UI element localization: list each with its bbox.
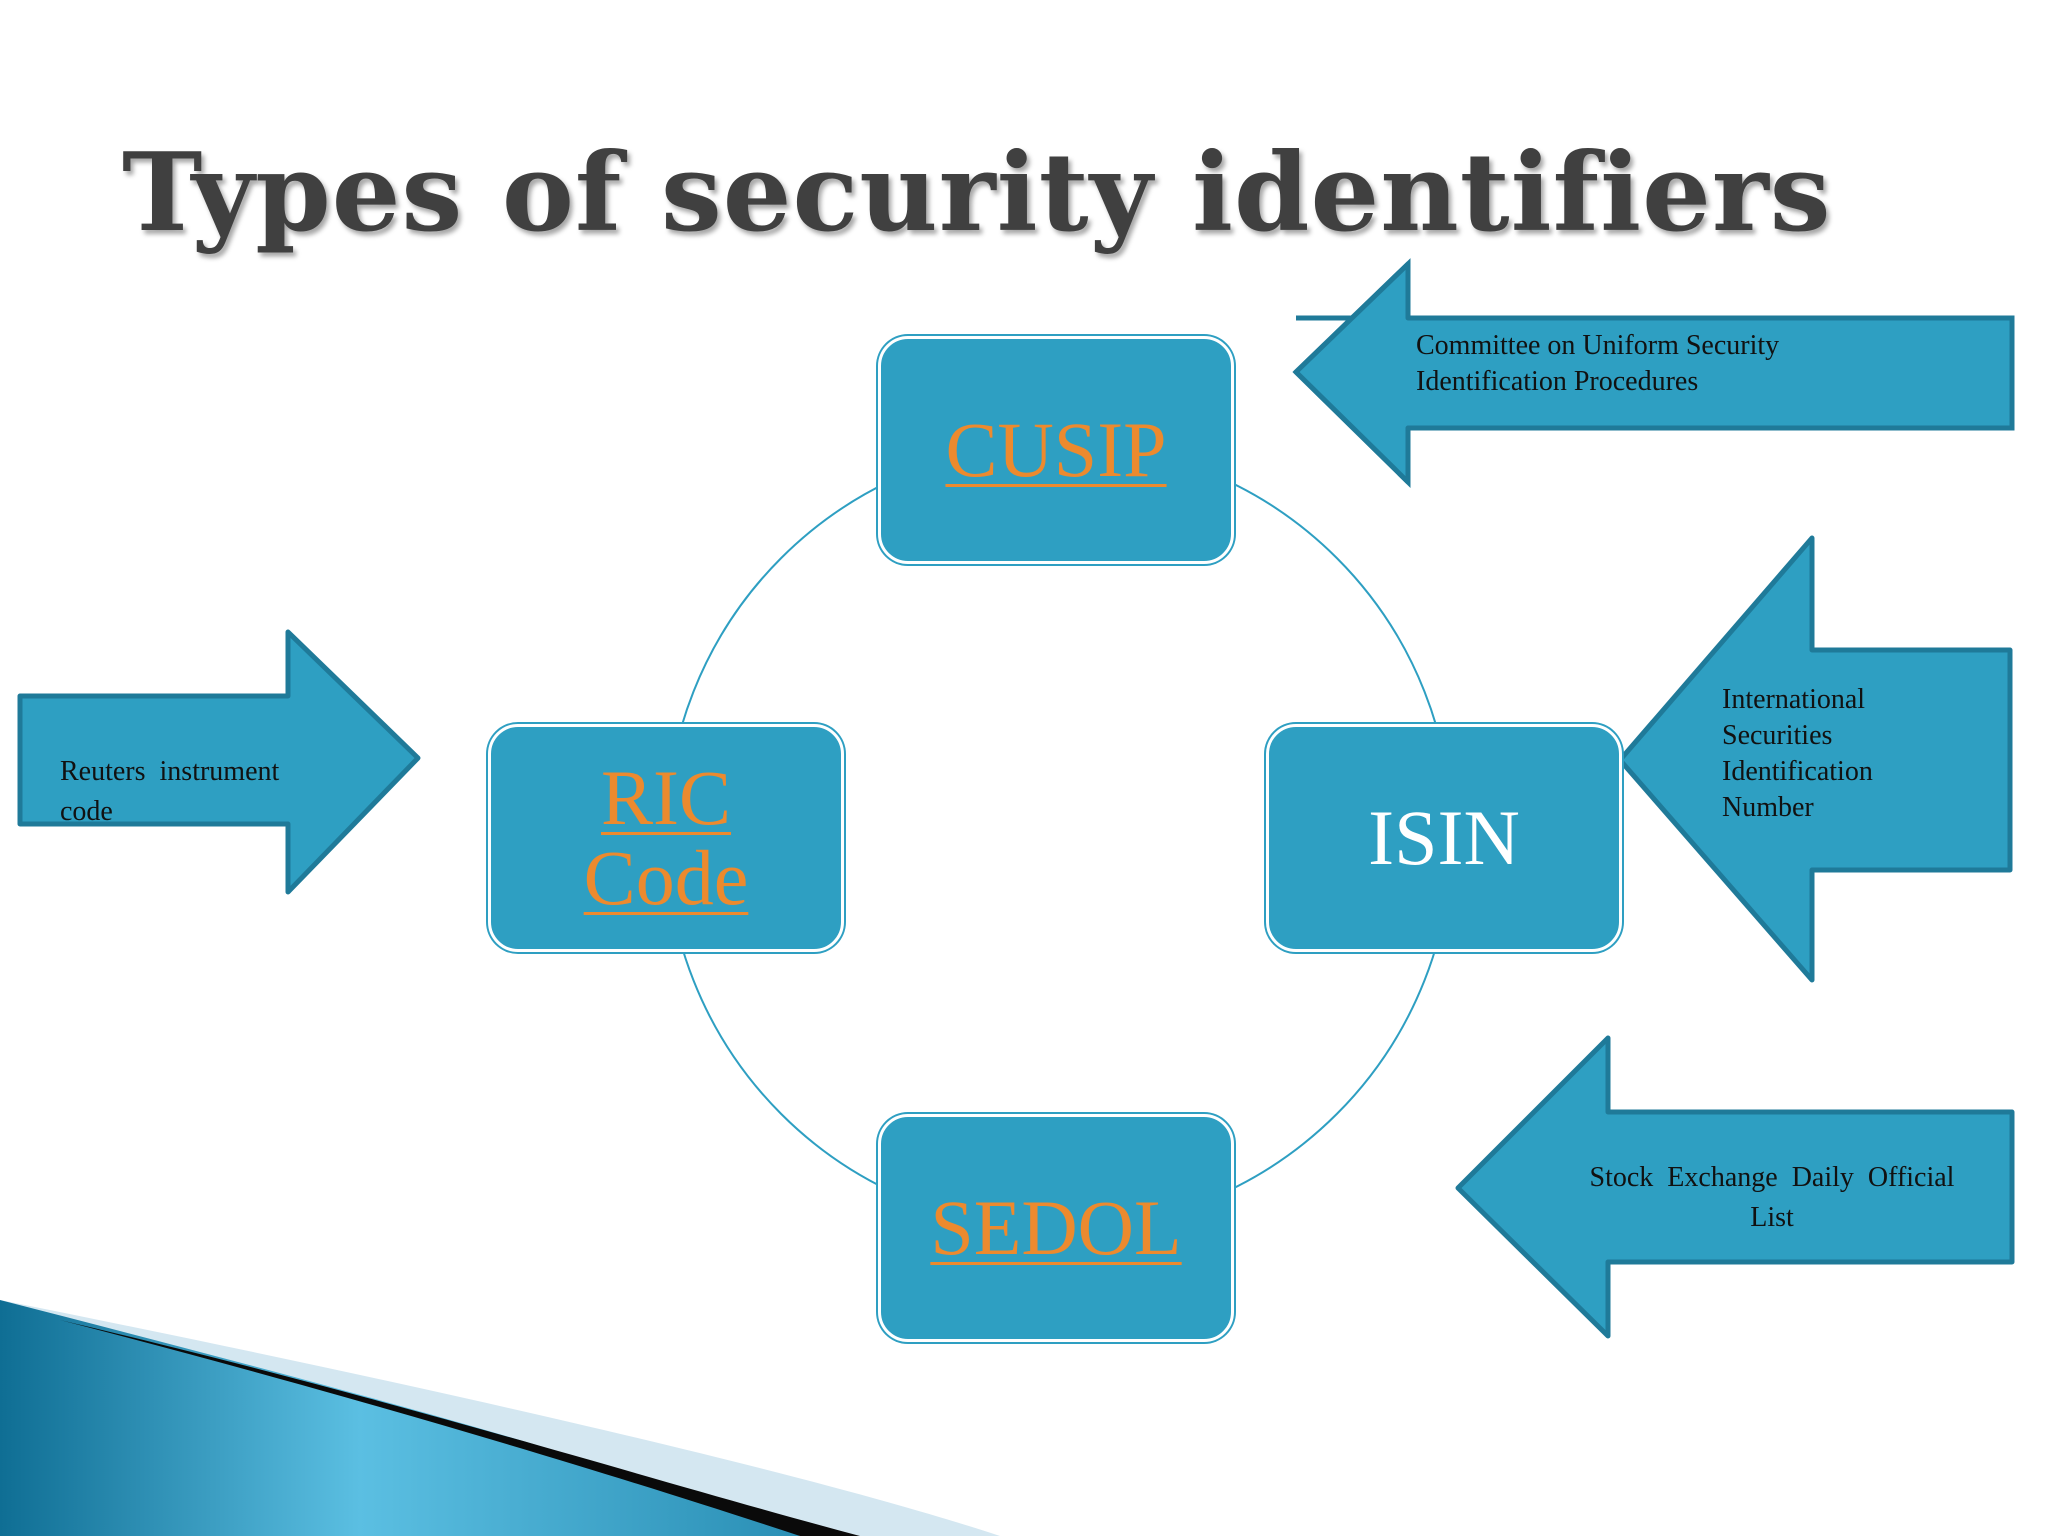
callout-isin: International Securities Identification …: [1722, 682, 1873, 826]
node-ric-code[interactable]: RIC Code: [488, 724, 844, 952]
swoosh-blue: [0, 1300, 800, 1536]
node-isin: ISIN: [1266, 724, 1622, 952]
page-title: Types of security identifiers: [122, 130, 1832, 256]
cusip-link[interactable]: CUSIP: [945, 406, 1167, 493]
node-cusip[interactable]: CUSIP: [878, 336, 1234, 564]
node-sedol[interactable]: SEDOL: [878, 1114, 1234, 1342]
callout-ric: Reuters instrument code: [60, 752, 340, 832]
callout-isin-line-3: Identification: [1722, 756, 1873, 787]
callout-isin-line-1: International: [1722, 684, 1866, 715]
arrow-sedol: [1455, 1035, 2015, 1339]
callout-isin-line-4: Number: [1722, 792, 1814, 823]
ric-code-link[interactable]: RIC Code: [584, 758, 749, 918]
swoosh-black: [60, 1320, 860, 1536]
callout-sedol-line-2: List: [1750, 1202, 1794, 1233]
ric-line-1: RIC: [600, 754, 732, 841]
callout-sedol-line-1: Stock Exchange Daily Official: [1589, 1162, 1955, 1193]
callout-cusip-line-1: Committee on Uniform Security: [1416, 330, 1780, 361]
callout-cusip: Committee on Uniform Security Identifica…: [1416, 328, 1779, 400]
isin-label: ISIN: [1368, 794, 1520, 881]
callout-isin-line-2: Securities: [1722, 720, 1833, 751]
callout-ric-line-1: Reuters instrument: [60, 756, 280, 787]
arrow-isin: [1617, 535, 2013, 983]
callout-ric-line-2: code: [60, 796, 113, 827]
sedol-link[interactable]: SEDOL: [930, 1184, 1182, 1271]
ric-line-2: Code: [583, 834, 749, 921]
callout-cusip-line-2: Identification Procedures: [1416, 366, 1699, 397]
arrow-ric: [17, 629, 421, 895]
callout-sedol: Stock Exchange Daily Official List: [1562, 1158, 1982, 1238]
